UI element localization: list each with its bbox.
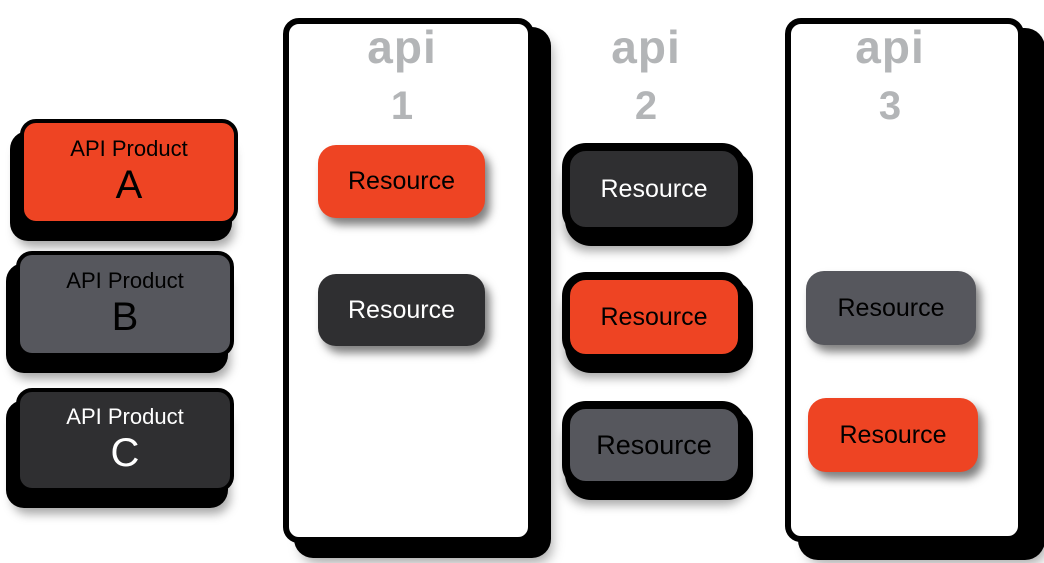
resource-label: Resource: [348, 167, 455, 195]
api-product-b-box: API Product B: [16, 251, 234, 357]
api-product-c-box: API Product C: [16, 388, 234, 492]
resource-label: Resource: [596, 429, 712, 460]
api-product-c-letter: C: [110, 431, 140, 475]
api-2-resource-1: Resource: [562, 143, 746, 235]
api-product-a-title: API Product: [70, 136, 188, 161]
api-1-resource-1: Resource: [318, 145, 485, 218]
resource-label: Resource: [839, 420, 947, 449]
api-product-a-letter: A: [115, 163, 143, 207]
api-1-resource-2: Resource: [318, 274, 485, 346]
resource-label: Resource: [600, 302, 708, 331]
api-2-resource-2: Resource: [562, 272, 746, 362]
api-2-word: api: [611, 21, 681, 73]
api-3-number: 3: [878, 84, 902, 128]
resource-label: Resource: [600, 174, 708, 203]
api-product-b-letter: B: [111, 295, 139, 339]
api-3-word: api: [855, 21, 925, 73]
api-product-a-box: API Product A: [20, 119, 238, 225]
resource-label: Resource: [837, 293, 945, 322]
api-3-label: api 3: [810, 22, 970, 128]
api-1-number: 1: [390, 84, 414, 128]
api-3-resource-2: Resource: [808, 398, 978, 472]
resource-label: Resource: [348, 295, 455, 324]
api-2-number: 2: [634, 84, 658, 128]
api-product-b-title: API Product: [66, 268, 184, 293]
api-2-label: api 2: [566, 22, 726, 128]
api-1-word: api: [367, 21, 437, 73]
api-1-label: api 1: [322, 22, 482, 128]
api-product-c-title: API Product: [66, 404, 184, 429]
api-3-resource-1: Resource: [806, 271, 976, 345]
api-2-resource-3: Resource: [562, 401, 746, 489]
